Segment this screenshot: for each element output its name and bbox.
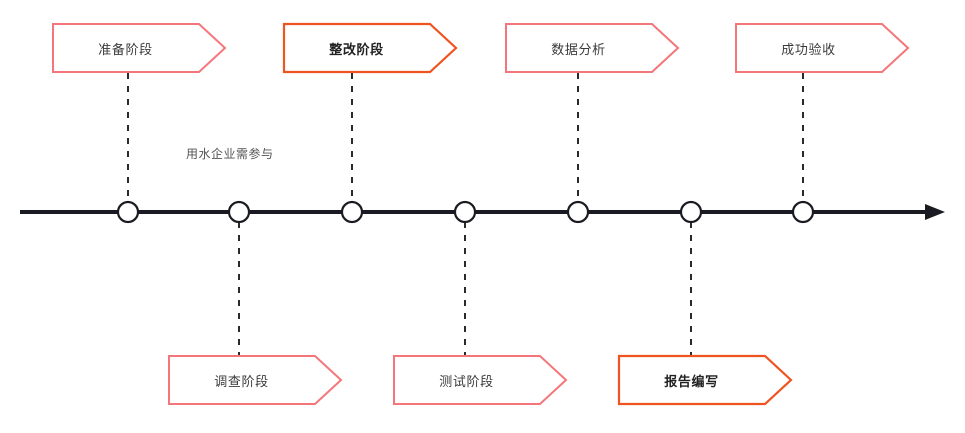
stage-banner-shape-prepare — [52, 23, 227, 73]
stage-banner-prepare[interactable]: 准备阶段 — [52, 23, 227, 73]
timeline-marker-rectify[interactable] — [340, 200, 364, 224]
stage-banner-shape-survey — [168, 355, 343, 405]
stage-banner-label-acceptance: 成功验收 — [781, 41, 836, 57]
stage-banner-acceptance[interactable]: 成功验收 — [735, 23, 910, 73]
stage-banner-outline-survey — [168, 355, 343, 405]
stage-banner-outline-report — [617, 354, 793, 406]
stage-banner-rectify[interactable]: 整改阶段 — [282, 22, 458, 74]
connector-group — [127, 73, 804, 355]
stage-banner-shape-test — [393, 355, 568, 405]
annotation-note: 用水企业需参与 — [186, 147, 274, 161]
stage-banner-label-analysis: 数据分析 — [551, 41, 606, 57]
stage-banner-label-prepare: 准备阶段 — [98, 41, 153, 57]
stage-banner-outline-analysis — [505, 23, 680, 73]
timeline-marker-acceptance[interactable] — [791, 200, 815, 224]
timeline-marker-prepare[interactable] — [116, 200, 140, 224]
stage-banner-label-survey: 调查阶段 — [214, 373, 269, 389]
stage-banner-outline-rectify — [282, 22, 458, 74]
stage-banner-label-test: 测试阶段 — [439, 373, 494, 389]
axis-group — [20, 204, 945, 220]
timeline-marker-report[interactable] — [679, 200, 703, 224]
stage-banner-label-report: 报告编写 — [664, 373, 719, 389]
timeline-marker-analysis[interactable] — [566, 200, 590, 224]
timeline-marker-survey[interactable] — [227, 200, 251, 224]
stage-banner-outline-prepare — [52, 23, 227, 73]
stage-banner-shape-report — [617, 354, 793, 406]
stage-banner-label-rectify: 整改阶段 — [329, 41, 384, 57]
stage-banner-report[interactable]: 报告编写 — [617, 354, 793, 406]
axis-arrowhead — [925, 204, 945, 220]
stage-banner-outline-test — [393, 355, 568, 405]
stage-banner-outline-acceptance — [735, 23, 910, 73]
stage-banner-test[interactable]: 测试阶段 — [393, 355, 568, 405]
stage-banner-shape-rectify — [282, 22, 458, 74]
timeline-marker-test[interactable] — [453, 200, 477, 224]
stage-banner-shape-analysis — [505, 23, 680, 73]
stage-banner-shape-acceptance — [735, 23, 910, 73]
marker-group — [116, 200, 815, 224]
stage-banner-survey[interactable]: 调查阶段 — [168, 355, 343, 405]
stage-banner-analysis[interactable]: 数据分析 — [505, 23, 680, 73]
